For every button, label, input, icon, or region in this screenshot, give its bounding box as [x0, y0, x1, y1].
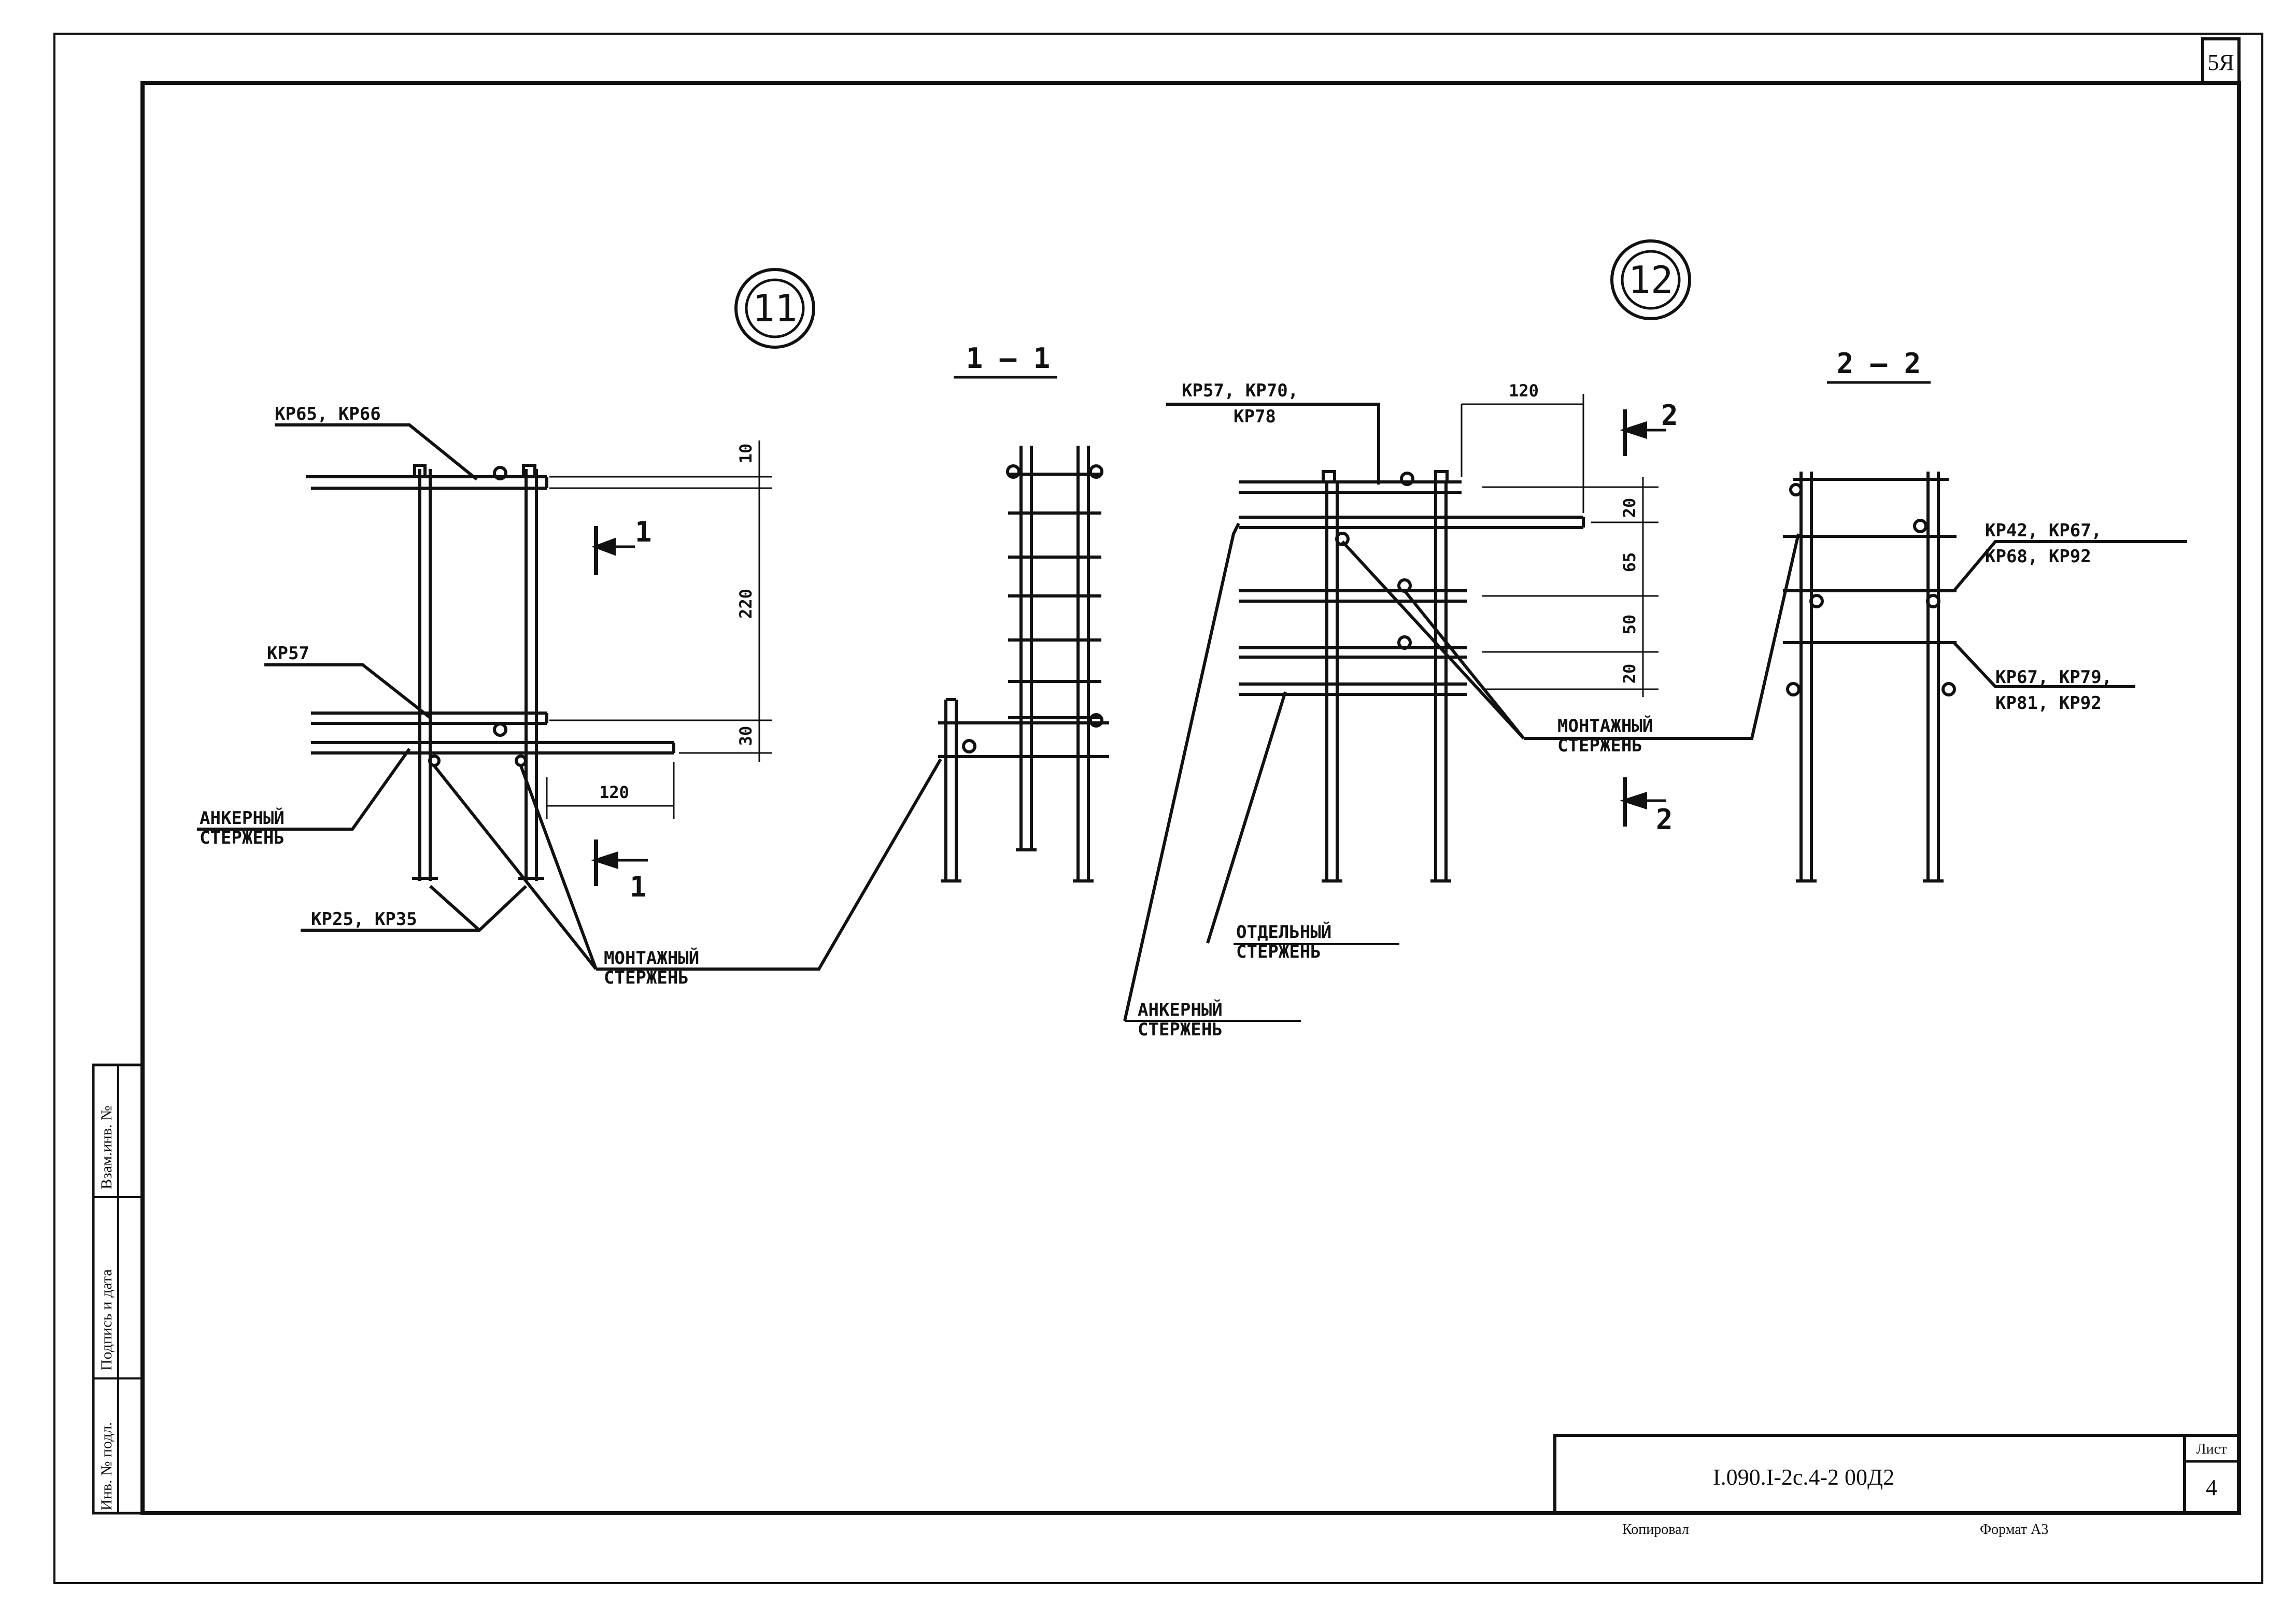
section-mark-1-top: 1	[635, 516, 652, 548]
node12-top-bars-label-1: КР57, КР70,	[1182, 380, 1298, 401]
side-stamp-inventory: Инв. № подл.	[98, 1422, 115, 1511]
node12-dim-2: 65	[1620, 552, 1639, 573]
section2-lower-label-2: КР81, КР92	[1995, 693, 2102, 714]
page-number-box	[2201, 37, 2241, 84]
section-mark-1-bottom: 1	[630, 871, 647, 903]
node12-dim-1: 20	[1620, 498, 1639, 518]
node11-mounting-label-2: СТЕРЖЕНЬ	[604, 967, 689, 988]
section-1-1-title: 1 – 1	[966, 342, 1051, 375]
node12-dim-3: 50	[1620, 615, 1639, 635]
node11-top-bars-label: КР65, КР66	[275, 404, 381, 424]
section-2-2-title: 2 – 2	[1837, 347, 1921, 380]
node12-anchor-label-1: АНКЕРНЫЙ	[1138, 999, 1223, 1020]
format-label: Формат А3	[1980, 1521, 2048, 1538]
node11-mounting-label-1: МОНТАЖНЫЙ	[604, 947, 699, 969]
section-mark-2-top: 2	[1661, 399, 1678, 432]
inner-frame	[140, 81, 2241, 1515]
side-stamp-signature: Подпись и дата	[98, 1269, 115, 1371]
page-number: 5Я	[2207, 50, 2234, 75]
node11-mid-bar-label: КР57	[267, 643, 309, 664]
node-12-detail	[1123, 394, 1800, 1021]
node11-bottom-label: КР25, КР35	[311, 909, 417, 930]
node12-separate-label-1: ОТДЕЛЬНЫЙ	[1236, 921, 1331, 943]
node-12-number: 12	[1628, 258, 1674, 302]
node-12-marker: 12	[1610, 239, 1691, 320]
sheet-label: Лист	[2196, 1441, 2227, 1457]
node11-dim-bottom: 30	[736, 726, 756, 746]
outer-border	[53, 33, 2263, 1584]
section2-lower-label-1: КР67, КР79,	[1995, 667, 2112, 688]
node11-dim-overhang: 120	[599, 782, 629, 802]
node12-dim-overhang: 120	[1509, 381, 1539, 401]
section2-upper-label-1: КР42, КР67,	[1985, 520, 2102, 541]
node12-mounting-label-1: МОНТАЖНЫЙ	[1557, 715, 1653, 736]
node12-anchor-label-2: СТЕРЖЕНЬ	[1138, 1019, 1223, 1040]
section-1-1-detail	[938, 446, 1109, 883]
node11-anchor-label-1: АНКЕРНЫЙ	[200, 807, 285, 829]
node11-anchor-label-2: СТЕРЖЕНЬ	[200, 828, 285, 848]
node11-dim-height: 220	[736, 589, 756, 619]
sheet-number: 4	[2206, 1475, 2217, 1500]
node-11-marker: 11	[734, 268, 815, 349]
section2-upper-label-2: КР68, КР92	[1985, 546, 2091, 567]
node12-dim-4: 20	[1620, 664, 1639, 684]
section-2-2-detail	[1783, 472, 2187, 883]
node-11-detail	[197, 423, 942, 971]
node11-dim-top: 10	[736, 444, 756, 464]
checked-label: Копировал	[1622, 1521, 1689, 1538]
side-stamp-replacement: Взам.инв. №	[98, 1105, 115, 1189]
node12-top-bars-label-2: КР78	[1234, 406, 1276, 427]
section-mark-2-bottom: 2	[1656, 803, 1673, 836]
node12-mounting-label-2: СТЕРЖЕНЬ	[1557, 735, 1642, 756]
node-11-number: 11	[753, 287, 798, 330]
document-code: I.090.I-2с.4-2 00Д2	[1713, 1464, 1894, 1490]
title-block	[1553, 1434, 2241, 1515]
